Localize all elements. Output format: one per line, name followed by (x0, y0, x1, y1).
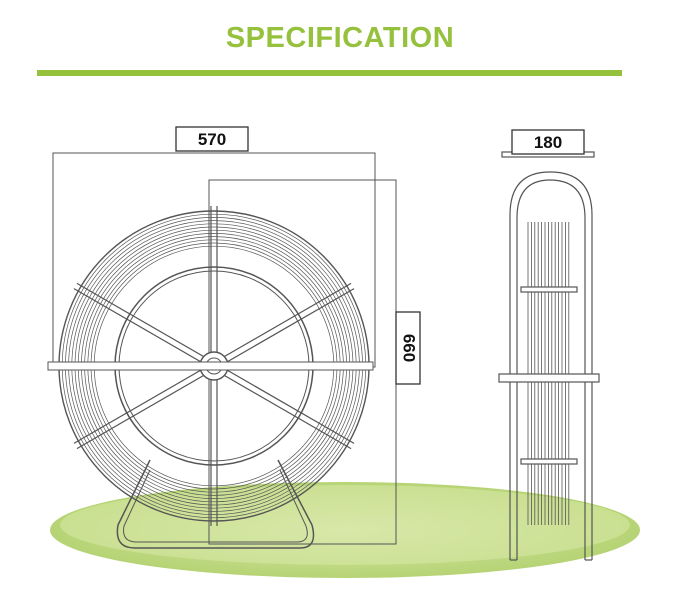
depth-value: 180 (534, 133, 562, 152)
page-title: SPECIFICATION (225, 22, 455, 54)
side-view (498, 151, 600, 561)
stand-frame (116, 459, 315, 549)
title-underline (37, 70, 622, 76)
side-frame-outer (509, 171, 593, 560)
side-frame-inner (516, 179, 586, 560)
axle-bar (47, 361, 374, 371)
side-crossbar-top (520, 286, 578, 293)
width-value: 570 (198, 130, 226, 149)
stand-frame-inner (123, 469, 308, 543)
front-view (47, 152, 397, 549)
height-value: 660 (400, 334, 419, 362)
side-crossbar-low (520, 458, 578, 465)
width-label: 570 (175, 126, 249, 152)
side-crossbar-mid (498, 373, 600, 383)
ground-ellipse-inner (60, 485, 630, 565)
depth-label: 180 (511, 129, 585, 155)
height-label: 660 (395, 311, 421, 385)
